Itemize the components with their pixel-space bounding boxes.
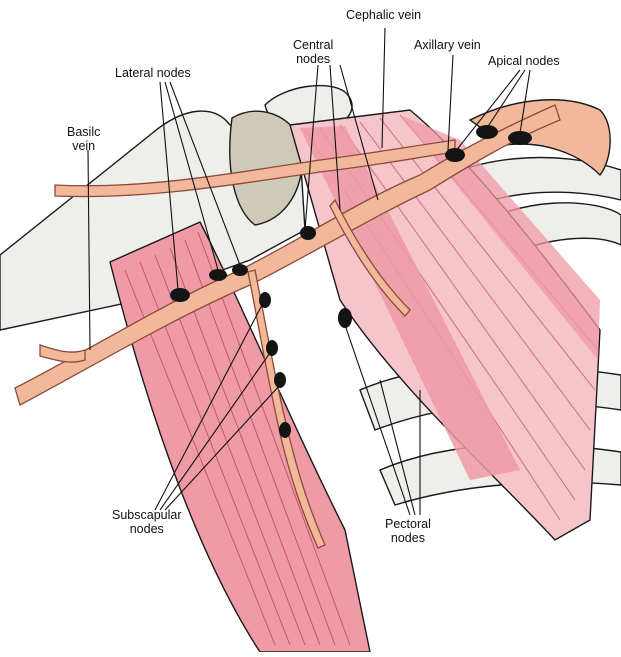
central-node — [300, 226, 316, 240]
lateral-node — [209, 269, 227, 281]
lateral-node — [232, 264, 248, 276]
apical-node — [508, 131, 532, 145]
basilic-vein-branch — [40, 345, 85, 362]
subscapular-node — [266, 340, 278, 356]
label-axillary-vein: Axillary vein — [414, 38, 481, 52]
label-apical-nodes: Apical nodes — [488, 54, 560, 68]
subscapular-node — [279, 422, 291, 438]
apical-node — [445, 148, 465, 162]
label-lateral-nodes: Lateral nodes — [115, 66, 191, 80]
subscapular-node — [259, 292, 271, 308]
lateral-node — [170, 288, 190, 302]
label-cephalic-vein: Cephalic vein — [346, 8, 421, 22]
